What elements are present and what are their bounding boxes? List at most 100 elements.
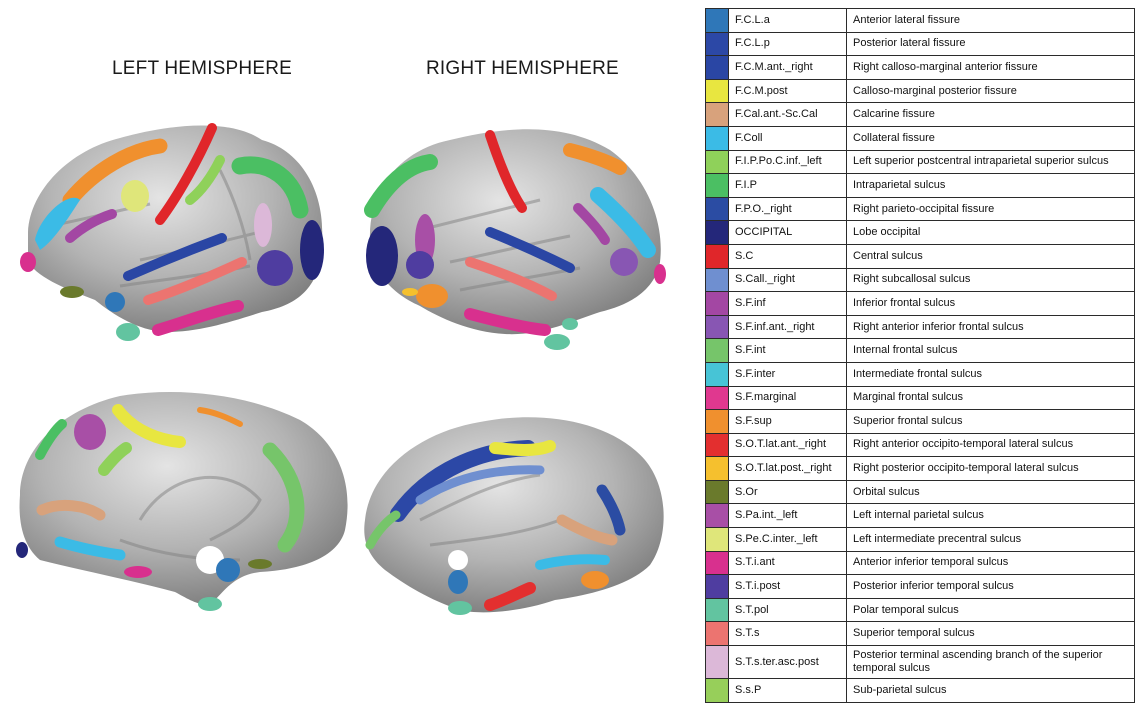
legend-abbreviation: S.Pa.int._left [729,504,847,528]
legend-abbreviation: F.C.L.a [729,9,847,33]
legend-row: F.C.M.ant._rightRight calloso-marginal a… [706,56,1135,80]
legend-row: OCCIPITALLobe occipital [706,221,1135,245]
legend-row: S.T.polPolar temporal sulcus [706,598,1135,622]
legend-row: S.Call._rightRight subcallosal sulcus [706,268,1135,292]
legend-description: Posterior terminal ascending branch of t… [847,646,1135,679]
legend-color-swatch [706,598,729,622]
legend-row: S.F.infInferior frontal sulcus [706,292,1135,316]
legend-color-swatch [706,457,729,481]
legend-description: Right posterior occipito-temporal latera… [847,457,1135,481]
legend-color-swatch [706,150,729,174]
legend-row: S.OrOrbital sulcus [706,480,1135,504]
legend-abbreviation: S.C [729,244,847,268]
legend-abbreviation: F.C.M.post [729,79,847,103]
legend-color-swatch [706,410,729,434]
right-medial-brain [364,417,663,615]
legend-abbreviation: S.O.T.lat.ant._right [729,433,847,457]
legend-description: Left superior postcentral intraparietal … [847,150,1135,174]
legend-row: F.I.PIntraparietal sulcus [706,174,1135,198]
legend-color-swatch [706,103,729,127]
legend-description: Central sulcus [847,244,1135,268]
legend-abbreviation: F.C.M.ant._right [729,56,847,80]
legend-row: S.T.sSuperior temporal sulcus [706,622,1135,646]
legend-row: S.Pa.int._leftLeft internal parietal sul… [706,504,1135,528]
legend-row: S.T.i.postPosterior inferior temporal su… [706,575,1135,599]
legend-color-swatch [706,292,729,316]
legend-description: Collateral fissure [847,126,1135,150]
legend-abbreviation: F.I.P [729,174,847,198]
legend-row: S.O.T.lat.ant._rightRight anterior occip… [706,433,1135,457]
legend-color-swatch [706,551,729,575]
legend-row: F.Cal.ant.-Sc.CalCalcarine fissure [706,103,1135,127]
legend-description: Anterior inferior temporal sulcus [847,551,1135,575]
right-lateral-brain [366,129,666,350]
legend-description: Superior temporal sulcus [847,622,1135,646]
legend-row: S.F.supSuperior frontal sulcus [706,410,1135,434]
legend-abbreviation: S.F.marginal [729,386,847,410]
legend-abbreviation: S.Call._right [729,268,847,292]
legend-row: S.F.marginalMarginal frontal sulcus [706,386,1135,410]
legend-abbreviation: S.F.inf.ant._right [729,315,847,339]
brain-illustrations [0,0,700,713]
legend-abbreviation: S.F.inter [729,362,847,386]
legend-abbreviation: S.F.int [729,339,847,363]
legend-color-swatch [706,126,729,150]
legend-color-swatch [706,79,729,103]
legend-description: Intraparietal sulcus [847,174,1135,198]
legend-color-swatch [706,221,729,245]
legend-description: Marginal frontal sulcus [847,386,1135,410]
legend-description: Sub-parietal sulcus [847,679,1135,703]
legend-abbreviation: S.Or [729,480,847,504]
legend-color-swatch [706,32,729,56]
legend-description: Internal frontal sulcus [847,339,1135,363]
legend-row: F.C.M.postCalloso-marginal posterior fis… [706,79,1135,103]
legend-color-swatch [706,56,729,80]
legend-description: Anterior lateral fissure [847,9,1135,33]
sulci-legend-table: F.C.L.aAnterior lateral fissureF.C.L.pPo… [705,8,1135,703]
legend-description: Right parieto-occipital fissure [847,197,1135,221]
legend-description: Polar temporal sulcus [847,598,1135,622]
legend-color-swatch [706,244,729,268]
legend-color-swatch [706,575,729,599]
legend-color-swatch [706,315,729,339]
legend-color-swatch [706,362,729,386]
legend-row: F.C.L.aAnterior lateral fissure [706,9,1135,33]
legend-color-swatch [706,528,729,552]
legend-abbreviation: F.C.L.p [729,32,847,56]
legend-description: Intermediate frontal sulcus [847,362,1135,386]
legend-abbreviation: S.F.inf [729,292,847,316]
legend-color-swatch [706,679,729,703]
legend-row: F.C.L.pPosterior lateral fissure [706,32,1135,56]
legend-description: Posterior inferior temporal sulcus [847,575,1135,599]
legend-description: Orbital sulcus [847,480,1135,504]
legend-abbreviation: S.F.sup [729,410,847,434]
legend-description: Inferior frontal sulcus [847,292,1135,316]
legend-description: Right calloso-marginal anterior fissure [847,56,1135,80]
legend-row: S.F.interIntermediate frontal sulcus [706,362,1135,386]
legend-abbreviation: S.s.P [729,679,847,703]
legend-abbreviation: F.P.O._right [729,197,847,221]
legend-row: S.Pe.C.inter._leftLeft intermediate prec… [706,528,1135,552]
legend-abbreviation: S.Pe.C.inter._left [729,528,847,552]
legend-abbreviation: S.T.s.ter.asc.post [729,646,847,679]
legend-abbreviation: S.T.pol [729,598,847,622]
legend-row: S.F.intInternal frontal sulcus [706,339,1135,363]
legend-abbreviation: OCCIPITAL [729,221,847,245]
legend-color-swatch [706,174,729,198]
legend-color-swatch [706,646,729,679]
legend-description: Posterior lateral fissure [847,32,1135,56]
legend-row: F.P.O._rightRight parieto-occipital fiss… [706,197,1135,221]
legend-row: S.s.PSub-parietal sulcus [706,679,1135,703]
legend-color-swatch [706,197,729,221]
left-medial-brain [16,392,348,611]
legend-row: F.CollCollateral fissure [706,126,1135,150]
legend-row: S.CCentral sulcus [706,244,1135,268]
legend-color-swatch [706,9,729,33]
legend-abbreviation: F.I.P.Po.C.inf._left [729,150,847,174]
legend-description: Superior frontal sulcus [847,410,1135,434]
legend-color-swatch [706,504,729,528]
legend-abbreviation: S.T.i.post [729,575,847,599]
legend-description: Lobe occipital [847,221,1135,245]
legend-description: Calcarine fissure [847,103,1135,127]
legend-row: S.T.i.antAnterior inferior temporal sulc… [706,551,1135,575]
